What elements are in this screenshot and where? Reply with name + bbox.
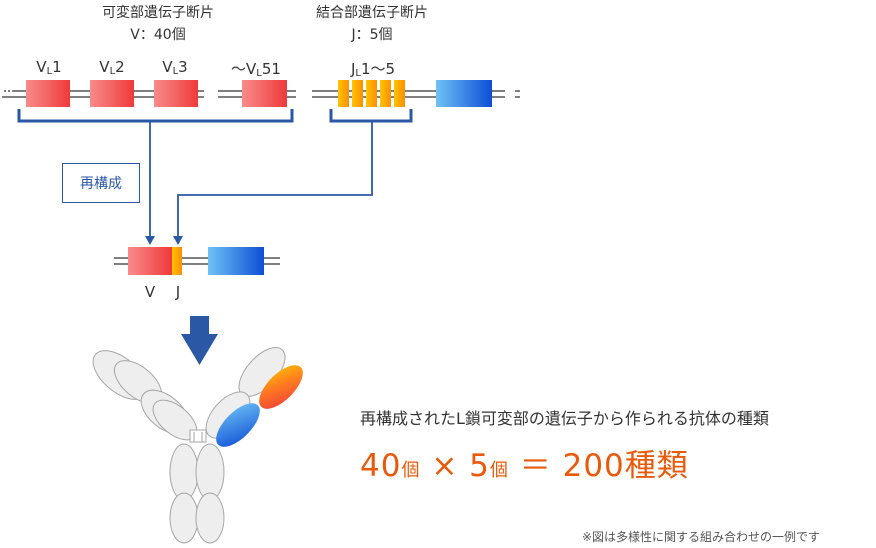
jl-segments [338,80,405,107]
recombination-label-text: 再構成 [80,176,122,192]
v-bracket [17,109,294,123]
j-connector-arrowhead [173,236,183,245]
variable-segment-title: 可変部遺伝子断片 [102,5,214,21]
constant-segment-top [436,80,492,107]
segment-label-vl3: VL3 [162,58,188,77]
v-connector-arrowhead [145,236,155,245]
segment-label-vl1: VL1 [36,58,62,77]
recombined-v-segment [128,247,172,275]
diversity-formula: 40個 × 5個 ＝ 200種類 [360,448,689,484]
constant-segment-bottom [208,247,264,275]
segment-label-vl51: 〜VL51 [231,60,281,79]
recombination-label: 再構成 [62,163,140,203]
j-bracket [329,109,413,123]
vl1-segment [26,80,70,107]
segment-label-jl: JL1〜5 [350,60,396,79]
vl51-segment [242,80,287,107]
footnote: ※図は多様性に関する組み合わせの一例です [582,530,821,544]
j-connector-line [177,121,373,238]
vl2-segment [90,80,134,107]
antibody-icon [92,347,286,544]
variable-segment-count: V：40個 [130,27,186,43]
segment-label-vl2: VL2 [99,58,125,77]
variable-lobe-recombined [259,365,303,409]
down-arrow-icon [181,316,218,365]
variable-segment-header: 可変部遺伝子断片 V：40個 [88,2,228,46]
result-label-v: V [144,283,156,301]
variable-lobe-light-chain [216,403,260,447]
joining-segment-count: J：5個 [351,27,393,43]
recombined-j-segment [172,247,182,275]
diversity-caption: 再構成されたL鎖可変部の遺伝子から作られる抗体の種類 [360,409,769,428]
result-label-j: J [175,283,181,301]
joining-segment-header: 結合部遺伝子断片 J：5個 [302,2,442,46]
joining-segment-title: 結合部遺伝子断片 [316,5,428,21]
vl3-segment [154,80,198,107]
